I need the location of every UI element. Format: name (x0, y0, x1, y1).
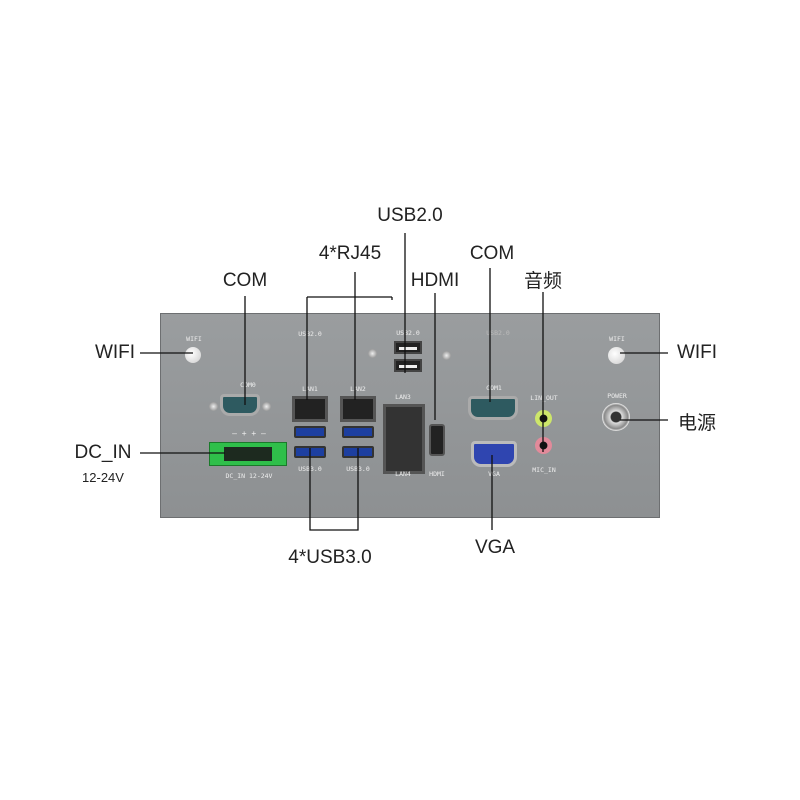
screw (262, 402, 271, 411)
callout-audio: 音频 (523, 271, 563, 292)
panel-label-usb20: USB2.0 (298, 330, 322, 338)
wifi-antenna-left (185, 347, 201, 363)
callout-com-left: COM (222, 270, 268, 291)
usb30-port (294, 426, 326, 438)
rear-panel: WIFI COM0 — + + — DC_IN 12-24V USB2.0 LA… (160, 313, 660, 518)
usb20-port (394, 341, 422, 354)
panel-label-lan3: LAN3 (395, 393, 411, 401)
com0-port (220, 394, 260, 416)
callout-dc-voltage: 12-24V (82, 470, 124, 485)
panel-label-polarity: — + + — (232, 429, 266, 438)
panel-label-dc-in: DC_IN 12-24V (225, 472, 273, 480)
panel-label-mic-in: MIC_IN (532, 466, 556, 474)
usb20-port (394, 359, 422, 372)
screw (442, 351, 451, 360)
lan1-port (292, 396, 328, 422)
screw (368, 349, 377, 358)
panel-label-hdmi: HDMI (429, 470, 445, 478)
panel-label-wifi-right: WIFI (609, 335, 625, 343)
callout-dc-in: DC_IN (74, 442, 132, 463)
panel-label-usb20-mid: USB2.0 (396, 329, 420, 337)
callout-wifi-right: WIFI (676, 342, 718, 363)
panel-label-usb20-right: USB2.0 (486, 329, 510, 337)
panel-label-vga: VGA (488, 470, 500, 478)
hdmi-port (429, 424, 445, 456)
vga-port (471, 441, 517, 467)
panel-label-lan1: LAN1 (302, 385, 318, 393)
panel-label-power: POWER (607, 392, 627, 400)
panel-label-lan4: LAN4 (395, 470, 411, 478)
callout-vga: VGA (474, 537, 516, 558)
callout-power: 电源 (677, 413, 717, 434)
callout-usb20: USB2.0 (377, 205, 443, 226)
panel-label-lan2: LAN2 (350, 385, 366, 393)
panel-label-lin-out: LIN_OUT (530, 394, 558, 402)
dc-in-terminal (209, 442, 287, 466)
usb30-port (342, 426, 374, 438)
com1-port (468, 396, 518, 420)
lan3-lan4-port (383, 404, 425, 474)
callout-rj45: 4*RJ45 (318, 243, 382, 264)
panel-label-com0: COM0 (240, 381, 256, 389)
screw (209, 402, 218, 411)
callout-hdmi: HDMI (410, 270, 460, 291)
lan2-port (340, 396, 376, 422)
power-button[interactable] (602, 403, 630, 431)
panel-label-com1: COM1 (486, 384, 502, 392)
wifi-antenna-right (608, 347, 625, 364)
callout-com-right: COM (469, 243, 515, 264)
panel-label-wifi: WIFI (186, 335, 202, 343)
callout-usb30: 4*USB3.0 (288, 547, 372, 568)
callout-wifi-left: WIFI (94, 342, 136, 363)
